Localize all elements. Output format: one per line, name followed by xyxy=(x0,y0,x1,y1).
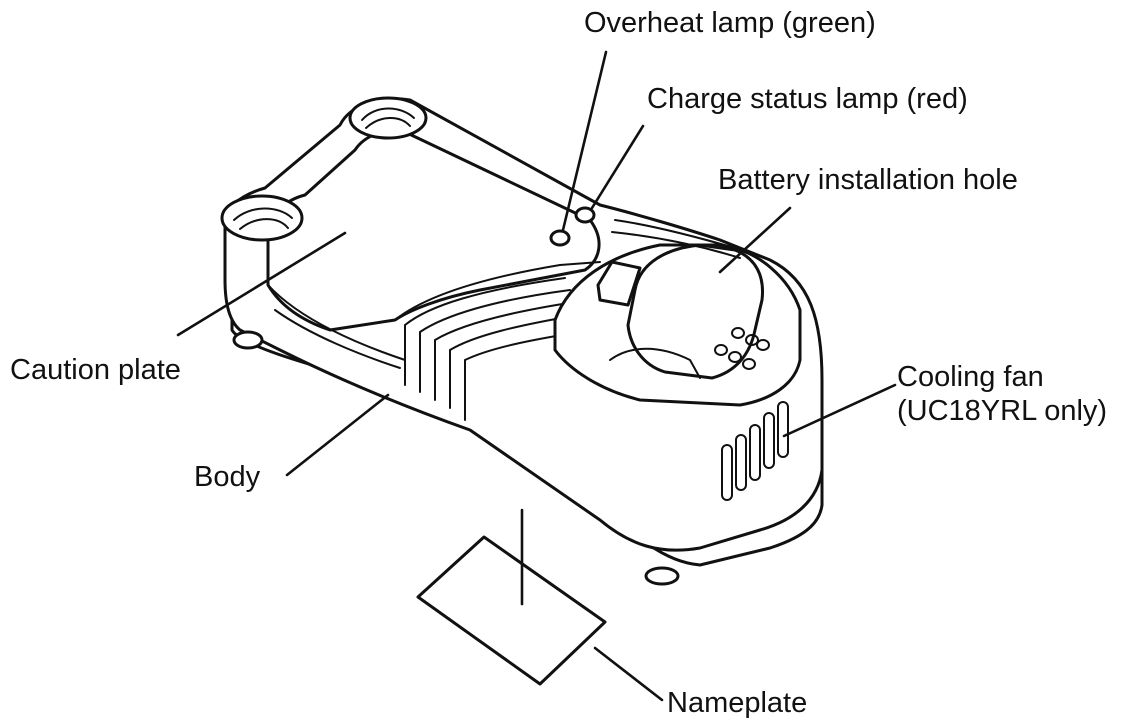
label-battery-installation-hole: Battery installation hole xyxy=(718,163,1018,197)
leader-nameplate xyxy=(595,648,662,700)
label-cooling-fan-line1: Cooling fan xyxy=(897,360,1107,394)
foot-bottom-right xyxy=(646,568,678,584)
label-cooling-fan-line2: (UC18YRL only) xyxy=(897,394,1107,428)
battery-installation-hole xyxy=(628,245,763,378)
label-overheat-lamp: Overheat lamp (green) xyxy=(584,6,876,40)
charge-status-lamp xyxy=(576,208,594,222)
overheat-lamp xyxy=(551,231,569,245)
nameplate xyxy=(418,537,605,684)
foot-bottom-left xyxy=(234,332,262,348)
label-caution-plate: Caution plate xyxy=(10,353,181,387)
foot-front-left xyxy=(222,196,302,240)
label-nameplate: Nameplate xyxy=(667,686,807,720)
label-cooling-fan: Cooling fan (UC18YRL only) xyxy=(897,360,1107,428)
leader-charge-status-lamp xyxy=(592,126,643,208)
label-charge-status-lamp: Charge status lamp (red) xyxy=(647,82,968,116)
leader-body xyxy=(287,395,388,475)
label-body: Body xyxy=(194,460,260,494)
